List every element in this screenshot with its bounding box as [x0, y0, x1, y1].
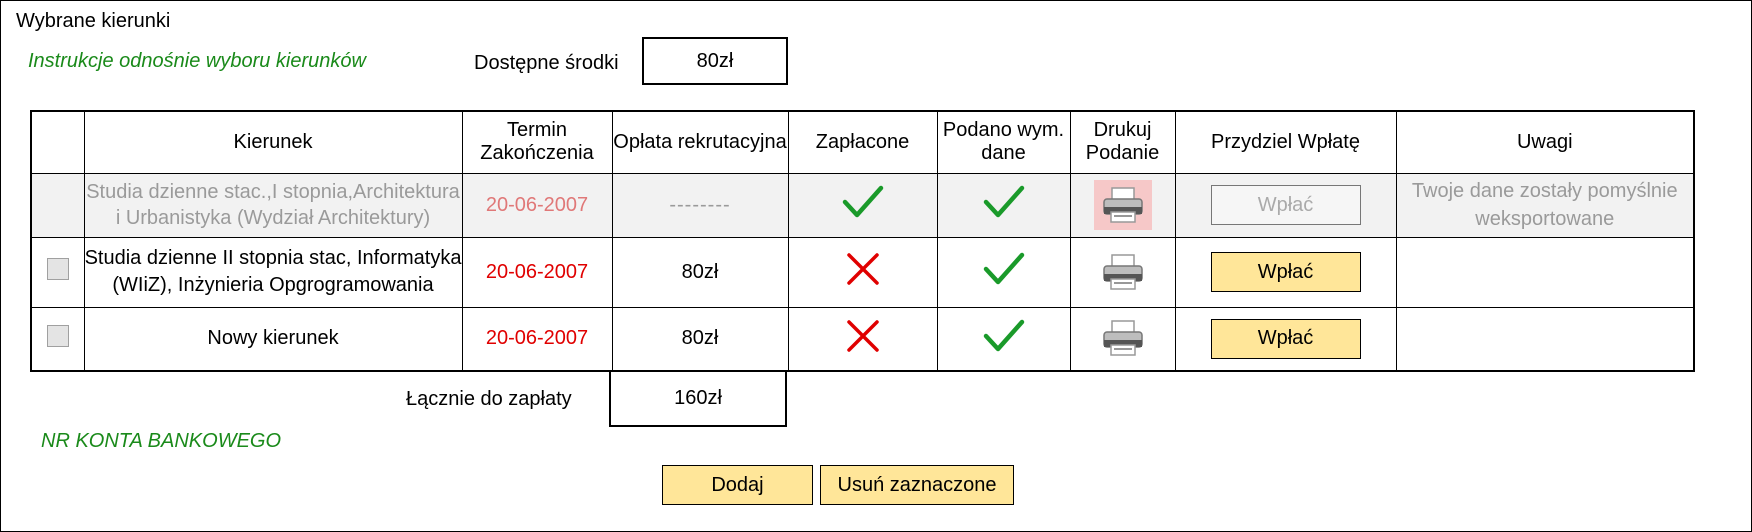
paid-cell — [787, 236, 938, 308]
course-name: Studia dzienne stac.,I stopnia,Architekt… — [83, 172, 463, 238]
table-row: Studia dzienne II stopnia stac, Informat… — [30, 236, 1695, 308]
available-funds-label: Dostępne środki — [474, 52, 619, 74]
print-cell — [1069, 236, 1176, 308]
deadline: 20-06-2007 — [461, 172, 613, 238]
total-due-value: 160zł — [609, 372, 787, 427]
header-assign-payment: Przydziel Wpłatę — [1174, 110, 1397, 174]
row-checkbox[interactable] — [46, 258, 69, 280]
table-row: Nowy kierunek 20-06-2007 80zł Wpłać — [30, 306, 1695, 372]
check-icon — [842, 185, 883, 218]
add-button[interactable]: Dodaj — [662, 465, 813, 505]
notes — [1395, 306, 1695, 372]
header-deadline: Termin Zakończenia — [461, 110, 613, 174]
fee: 80zł — [611, 236, 789, 308]
paid-cell — [787, 306, 938, 372]
print-application-button[interactable] — [1094, 247, 1152, 297]
printer-icon — [1102, 253, 1143, 290]
cross-icon — [846, 320, 879, 352]
row-select-cell — [30, 172, 85, 238]
check-icon — [983, 185, 1024, 218]
check-icon — [983, 252, 1024, 285]
assign-payment-cell: Wpłać — [1174, 172, 1397, 238]
fee: -------- — [611, 172, 789, 238]
cross-icon — [846, 253, 879, 285]
course-name: Nowy kierunek — [83, 306, 463, 372]
row-select-cell — [30, 306, 85, 372]
pay-button[interactable]: Wpłać — [1210, 252, 1361, 292]
assign-payment-cell: Wpłać — [1174, 236, 1397, 308]
bank-account-link[interactable]: NR KONTA BANKOWEGO — [41, 430, 282, 452]
deadline: 20-06-2007 — [461, 236, 613, 308]
available-funds-value: 80zł — [642, 37, 788, 85]
total-due-label: Łącznie do zapłaty — [406, 388, 572, 410]
deadline: 20-06-2007 — [461, 306, 613, 372]
check-icon — [983, 319, 1024, 351]
data-given-cell — [936, 306, 1071, 372]
header-paid: Zapłacone — [787, 110, 938, 174]
row-checkbox[interactable] — [46, 324, 69, 347]
assign-payment-cell: Wpłać — [1174, 306, 1397, 372]
data-given-cell — [936, 172, 1071, 238]
notes: Twoje dane zostały pomyślnie weksportowa… — [1395, 172, 1695, 238]
header-course: Kierunek — [83, 110, 463, 174]
print-application-button[interactable] — [1093, 179, 1152, 230]
pay-button: Wpłać — [1210, 185, 1361, 225]
print-cell — [1069, 306, 1176, 372]
remove-selected-button[interactable]: Usuń zaznaczone — [820, 465, 1014, 505]
print-cell — [1069, 172, 1176, 238]
printer-icon — [1102, 320, 1143, 356]
data-given-cell — [936, 236, 1071, 308]
table-row: Studia dzienne stac.,I stopnia,Architekt… — [30, 172, 1695, 238]
header-data-given: Podano wym. dane — [936, 110, 1071, 174]
panel-title: Wybrane kierunki — [16, 10, 171, 32]
row-select-cell — [30, 236, 85, 308]
header-fee: Opłata rekrutacyjna — [611, 110, 789, 174]
table-header-row: Kierunek Termin Zakończenia Opłata rekru… — [30, 110, 1695, 174]
fee: 80zł — [611, 306, 789, 372]
course-name: Studia dzienne II stopnia stac, Informat… — [83, 236, 463, 308]
print-application-button[interactable] — [1094, 313, 1152, 363]
courses-table: Kierunek Termin Zakończenia Opłata rekru… — [30, 110, 1695, 372]
header-select — [30, 110, 85, 174]
header-notes: Uwagi — [1395, 110, 1695, 174]
printer-icon — [1102, 186, 1143, 223]
notes — [1395, 236, 1695, 308]
instructions-link[interactable]: Instrukcje odnośnie wyboru kierunków — [28, 50, 366, 72]
pay-button[interactable]: Wpłać — [1210, 318, 1361, 359]
paid-cell — [787, 172, 938, 238]
header-print: Drukuj Podanie — [1069, 110, 1176, 174]
